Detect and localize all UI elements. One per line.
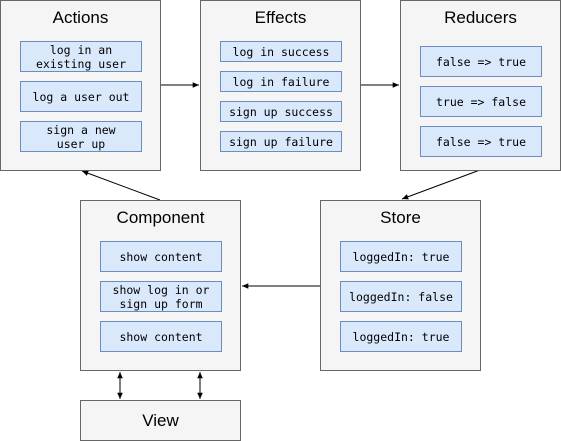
component-show-content-2: show content bbox=[100, 321, 222, 352]
effects-panel: Effects log in success log in failure si… bbox=[200, 0, 361, 171]
actions-title: Actions bbox=[52, 8, 109, 27]
component-title: Component bbox=[116, 208, 205, 227]
component-show-form: show log in or sign up form bbox=[100, 281, 222, 312]
store-title: Store bbox=[380, 208, 421, 227]
store-state-3: loggedIn: true bbox=[340, 321, 462, 352]
action-sign-up: sign a new user up bbox=[20, 121, 142, 152]
action-log-in: log in an existing user bbox=[20, 41, 142, 72]
reducer-false-to-true-1: false => true bbox=[420, 46, 542, 77]
actions-panel: Actions log in an existing user log a us… bbox=[0, 0, 161, 171]
effect-sign-up-failure: sign up failure bbox=[220, 131, 342, 152]
arrow-component-to-actions bbox=[81, 170, 161, 201]
view-box: View bbox=[80, 400, 241, 441]
effect-log-in-failure: log in failure bbox=[220, 71, 342, 92]
reducer-false-to-true-2: false => true bbox=[420, 126, 542, 157]
store-state-2: loggedIn: false bbox=[340, 281, 462, 312]
store-panel: Store loggedIn: true loggedIn: false log… bbox=[320, 200, 481, 371]
reducers-title: Reducers bbox=[444, 8, 517, 27]
component-show-content-1: show content bbox=[100, 241, 222, 272]
effect-log-in-success: log in success bbox=[220, 41, 342, 62]
reducers-panel: Reducers false => true true => false fal… bbox=[400, 0, 561, 171]
reducer-true-to-false: true => false bbox=[420, 86, 542, 117]
action-log-out: log a user out bbox=[20, 81, 142, 112]
arrow-reducers-to-store bbox=[401, 169, 481, 200]
store-state-1: loggedIn: true bbox=[340, 241, 462, 272]
component-panel: Component show content show log in or si… bbox=[80, 200, 241, 371]
effects-title: Effects bbox=[254, 8, 307, 27]
effect-sign-up-success: sign up success bbox=[220, 101, 342, 122]
